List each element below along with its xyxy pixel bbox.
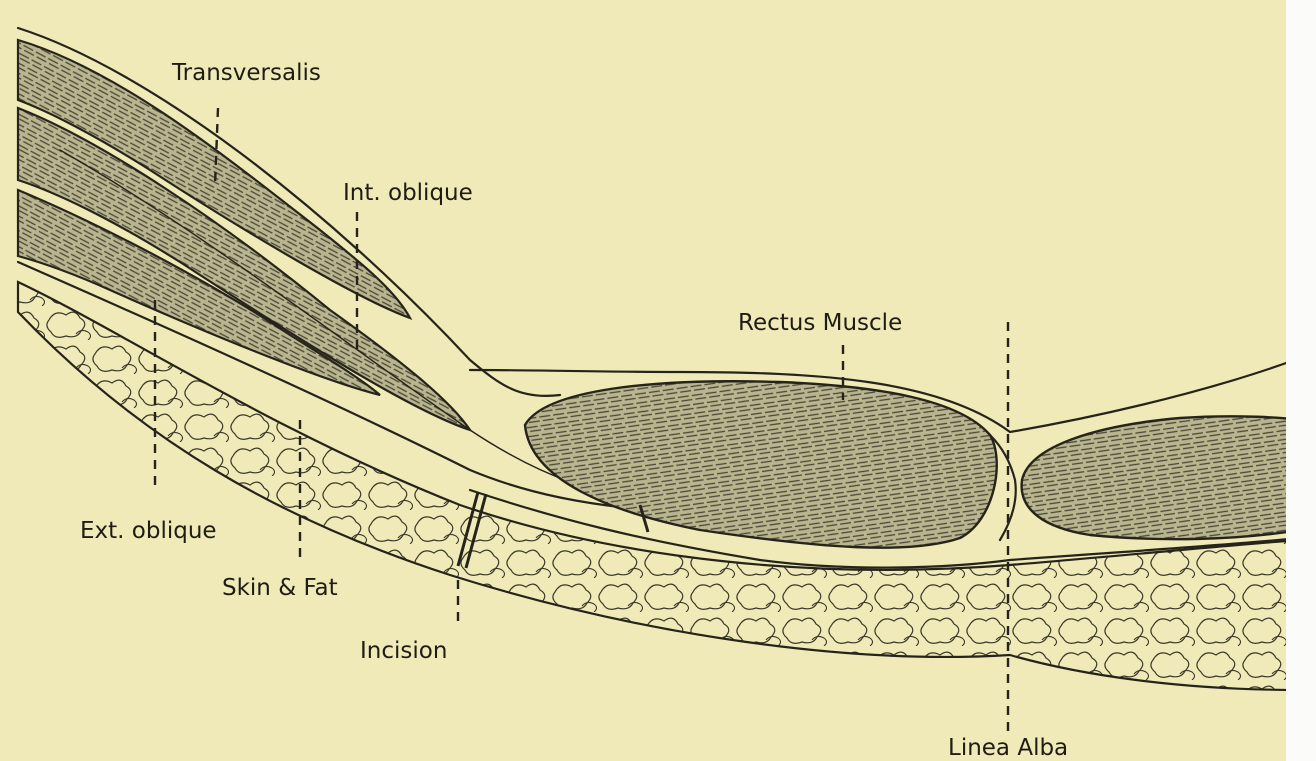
- label-transversalis: Transversalis: [171, 60, 321, 86]
- label-int-oblique: Int. oblique: [343, 180, 473, 206]
- label-incision: Incision: [360, 638, 447, 664]
- label-ext-oblique: Ext. oblique: [80, 518, 217, 544]
- rectus-muscle-left: [525, 381, 997, 547]
- label-rectus-muscle: Rectus Muscle: [738, 310, 902, 336]
- label-skin-fat: Skin & Fat: [222, 575, 338, 601]
- rectus-muscle-right: [1022, 416, 1300, 539]
- label-linea-alba: Linea Alba: [948, 735, 1068, 761]
